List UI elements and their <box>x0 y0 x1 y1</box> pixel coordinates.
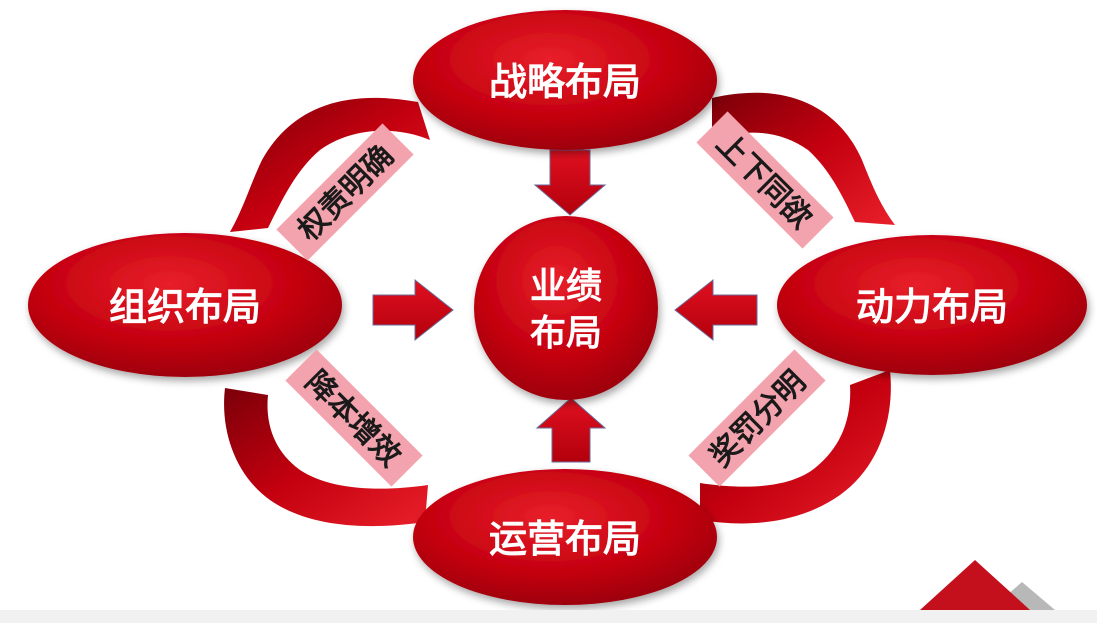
node-bottom <box>413 469 717 605</box>
center-node-line2: 布局 <box>530 313 602 354</box>
tag-bottom-right-label: 奖罚分明 <box>703 364 813 474</box>
corner-decoration <box>920 560 1055 610</box>
center-node <box>474 216 658 400</box>
curved-arrow-bottom-left <box>224 388 428 527</box>
tag-bottom-left: 降本增效 <box>285 349 423 487</box>
node-left-label: 组织布局 <box>109 285 261 329</box>
arrow-down-from-top <box>533 149 607 216</box>
node-top <box>413 10 717 150</box>
tag-bottom-right: 奖罚分明 <box>688 349 826 487</box>
arrow-right-from-left <box>372 278 454 342</box>
curved-arrow-top-left <box>230 97 430 232</box>
tag-bottom-left-label: 降本增效 <box>298 364 408 474</box>
arrow-left-from-right <box>674 278 758 342</box>
center-node-line1: 业绩 <box>530 266 602 307</box>
arrow-up-from-bottom <box>535 397 607 463</box>
curved-arrow-top-right <box>712 92 895 225</box>
node-bottom-label: 运营布局 <box>489 517 641 561</box>
footer-bar <box>0 610 1097 623</box>
curved-arrow-bottom-right <box>700 370 891 524</box>
node-left <box>28 233 342 377</box>
node-top-label: 战略布局 <box>489 60 641 104</box>
node-right <box>777 235 1087 375</box>
node-right-label: 动力布局 <box>856 285 1008 329</box>
